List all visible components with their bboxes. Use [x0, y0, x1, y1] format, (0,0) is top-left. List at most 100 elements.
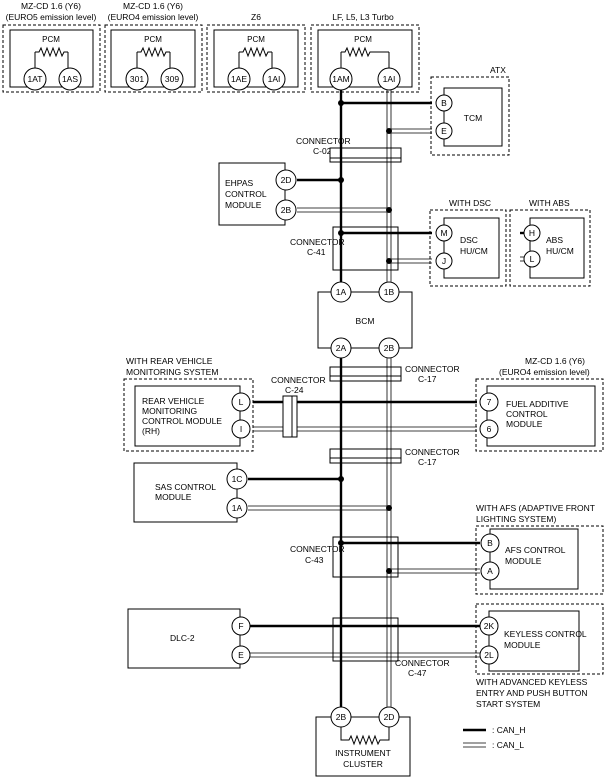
- pcm-3-pin-l: [262, 67, 286, 91]
- pcm-variant-2-header2: (EURO4 emission level): [108, 12, 199, 22]
- svg-text:C-24: C-24: [285, 385, 304, 395]
- svg-text:1A: 1A: [232, 503, 243, 513]
- svg-text:301: 301: [130, 74, 144, 84]
- svg-text:C-17: C-17: [418, 374, 437, 384]
- svg-text:START SYSTEM: START SYSTEM: [476, 699, 540, 709]
- abs-module: WITH ABS ABS HU/CM H L: [509, 198, 591, 287]
- svg-text:C-47: C-47: [408, 668, 427, 678]
- svg-text:C-43: C-43: [305, 555, 324, 565]
- svg-text:J: J: [442, 256, 446, 266]
- can-bus-trunk: [248, 90, 530, 707]
- svg-text:MONITORING: MONITORING: [142, 406, 197, 416]
- dlc-pin-h: [231, 616, 251, 636]
- ehpas-module: EHPAS CONTROL MODULE 2D 2B: [218, 162, 297, 226]
- ehpas-pin-h: [275, 169, 297, 191]
- legend: : CAN_H : CAN_L: [463, 725, 526, 750]
- bcm-pin-2b: [378, 337, 400, 359]
- svg-text:MZ-CD 1.6 (Y6): MZ-CD 1.6 (Y6): [525, 356, 585, 366]
- legend-can-h: : CAN_H: [492, 725, 526, 735]
- svg-text:H: H: [529, 228, 535, 238]
- svg-text:1AT: 1AT: [28, 74, 43, 84]
- svg-text:FUEL ADDITIVE: FUEL ADDITIVE: [506, 399, 569, 409]
- svg-text:L: L: [239, 397, 244, 407]
- svg-text:SAS CONTROL: SAS CONTROL: [155, 482, 216, 492]
- tcm-pin-l: [435, 122, 453, 140]
- rear-vehicle-monitoring-module: WITH REAR VEHICLE MONITORING SYSTEM REAR…: [123, 356, 254, 452]
- svg-text:C-17: C-17: [418, 457, 437, 467]
- svg-text:CONNECTOR: CONNECTOR: [296, 136, 351, 146]
- afs-pin-h: [480, 533, 500, 553]
- svg-text:E: E: [238, 650, 244, 660]
- svg-text:MODULE: MODULE: [504, 640, 541, 650]
- svg-text:WITH AFS (ADAPTIVE FRONT: WITH AFS (ADAPTIVE FRONT: [476, 503, 595, 513]
- dsc-label: WITH DSC: [449, 198, 491, 208]
- pcm-1-pin-h: [23, 67, 47, 91]
- svg-text:CONNECTOR: CONNECTOR: [405, 447, 460, 457]
- svg-text:INSTRUMENT: INSTRUMENT: [335, 748, 391, 758]
- fuel-additive-module: MZ-CD 1.6 (Y6) (EURO4 emission level) FU…: [475, 356, 604, 452]
- rvm-pin-l: [231, 419, 251, 439]
- tcm-pin-h: [435, 94, 453, 112]
- svg-text:CONTROL: CONTROL: [225, 189, 267, 199]
- svg-text:6: 6: [487, 424, 492, 434]
- svg-text:B: B: [441, 98, 447, 108]
- pcm-variant-1-header1: MZ-CD 1.6 (Y6): [21, 1, 81, 11]
- bcm-pin-2a: [330, 337, 352, 359]
- dsc-pin-l: [435, 252, 453, 270]
- connector-c47: CONNECTOR C-47: [332, 617, 450, 678]
- svg-text:MODULE: MODULE: [505, 556, 542, 566]
- svg-text:2B: 2B: [384, 343, 395, 353]
- pcm-2-pin-l: [160, 67, 184, 91]
- svg-text:2K: 2K: [484, 621, 495, 631]
- pcm-variant-3: Z6 PCM 1AE 1AI: [206, 12, 306, 93]
- svg-text:CONNECTOR: CONNECTOR: [405, 364, 460, 374]
- pcm-variant-4-header1: LF, L5, L3 Turbo: [332, 12, 394, 22]
- svg-text:DSC: DSC: [460, 235, 478, 245]
- svg-text:1AE: 1AE: [231, 74, 247, 84]
- pcm-3-pin-h: [227, 67, 251, 91]
- dlc-pin-l: [231, 645, 251, 665]
- fuel-pin-h: [479, 392, 499, 412]
- dsc-pin-h: [435, 224, 453, 242]
- svg-text:CONTROL MODULE: CONTROL MODULE: [142, 416, 222, 426]
- connector-c02: CONNECTOR C-02: [296, 136, 402, 163]
- svg-text:309: 309: [165, 74, 179, 84]
- svg-text:F: F: [238, 621, 243, 631]
- svg-text:ABS: ABS: [546, 235, 563, 245]
- sas-pin-l: [226, 497, 248, 519]
- abs-pin-l: [523, 250, 541, 268]
- svg-text:C-41: C-41: [307, 247, 326, 257]
- svg-text:(EURO4 emission level): (EURO4 emission level): [499, 367, 590, 377]
- bcm-pin-1a: [330, 281, 352, 303]
- connector-c17-lower: CONNECTOR C-17: [329, 447, 460, 467]
- svg-text:1AS: 1AS: [62, 74, 78, 84]
- pcm-variant-2-header1: MZ-CD 1.6 (Y6): [123, 1, 183, 11]
- svg-text:ENTRY AND PUSH BUTTON: ENTRY AND PUSH BUTTON: [476, 688, 587, 698]
- svg-text:CONNECTOR: CONNECTOR: [290, 237, 345, 247]
- svg-text:MONITORING SYSTEM: MONITORING SYSTEM: [126, 367, 218, 377]
- svg-text:2L: 2L: [484, 650, 494, 660]
- svg-text:CONNECTOR: CONNECTOR: [290, 544, 345, 554]
- afs-pin-l: [480, 561, 500, 581]
- keyless-pin-h: [479, 616, 499, 636]
- pcm-variant-3-header1: Z6: [251, 12, 261, 22]
- svg-text:M: M: [440, 228, 447, 238]
- tcm-title: TCM: [464, 113, 482, 123]
- connector-c43: CONNECTOR C-43: [290, 536, 399, 578]
- tcm-module: ATX TCM B E: [430, 65, 510, 156]
- svg-text:2B: 2B: [281, 205, 292, 215]
- sas-module: SAS CONTROL MODULE 1C 1A: [133, 462, 248, 523]
- svg-text:E: E: [441, 126, 447, 136]
- atx-label: ATX: [490, 65, 506, 75]
- keyless-module: KEYLESS CONTROL MODULE 2K 2L WITH ADVANC…: [475, 603, 604, 709]
- dlc2-module: DLC-2 F E: [127, 608, 251, 669]
- abs-pin-h: [523, 224, 541, 242]
- svg-text:HU/CM: HU/CM: [546, 246, 574, 256]
- dsc-module: WITH DSC DSC HU/CM M J: [429, 198, 507, 287]
- pcm-variant-1: MZ-CD 1.6 (Y6) (EURO5 emission level) PC…: [2, 1, 101, 93]
- legend-can-l: : CAN_L: [492, 740, 524, 750]
- pcm-variant-4-title: PCM: [354, 35, 372, 44]
- fuel-pin-l: [479, 419, 499, 439]
- svg-text:A: A: [487, 566, 493, 576]
- svg-text:1AI: 1AI: [383, 74, 396, 84]
